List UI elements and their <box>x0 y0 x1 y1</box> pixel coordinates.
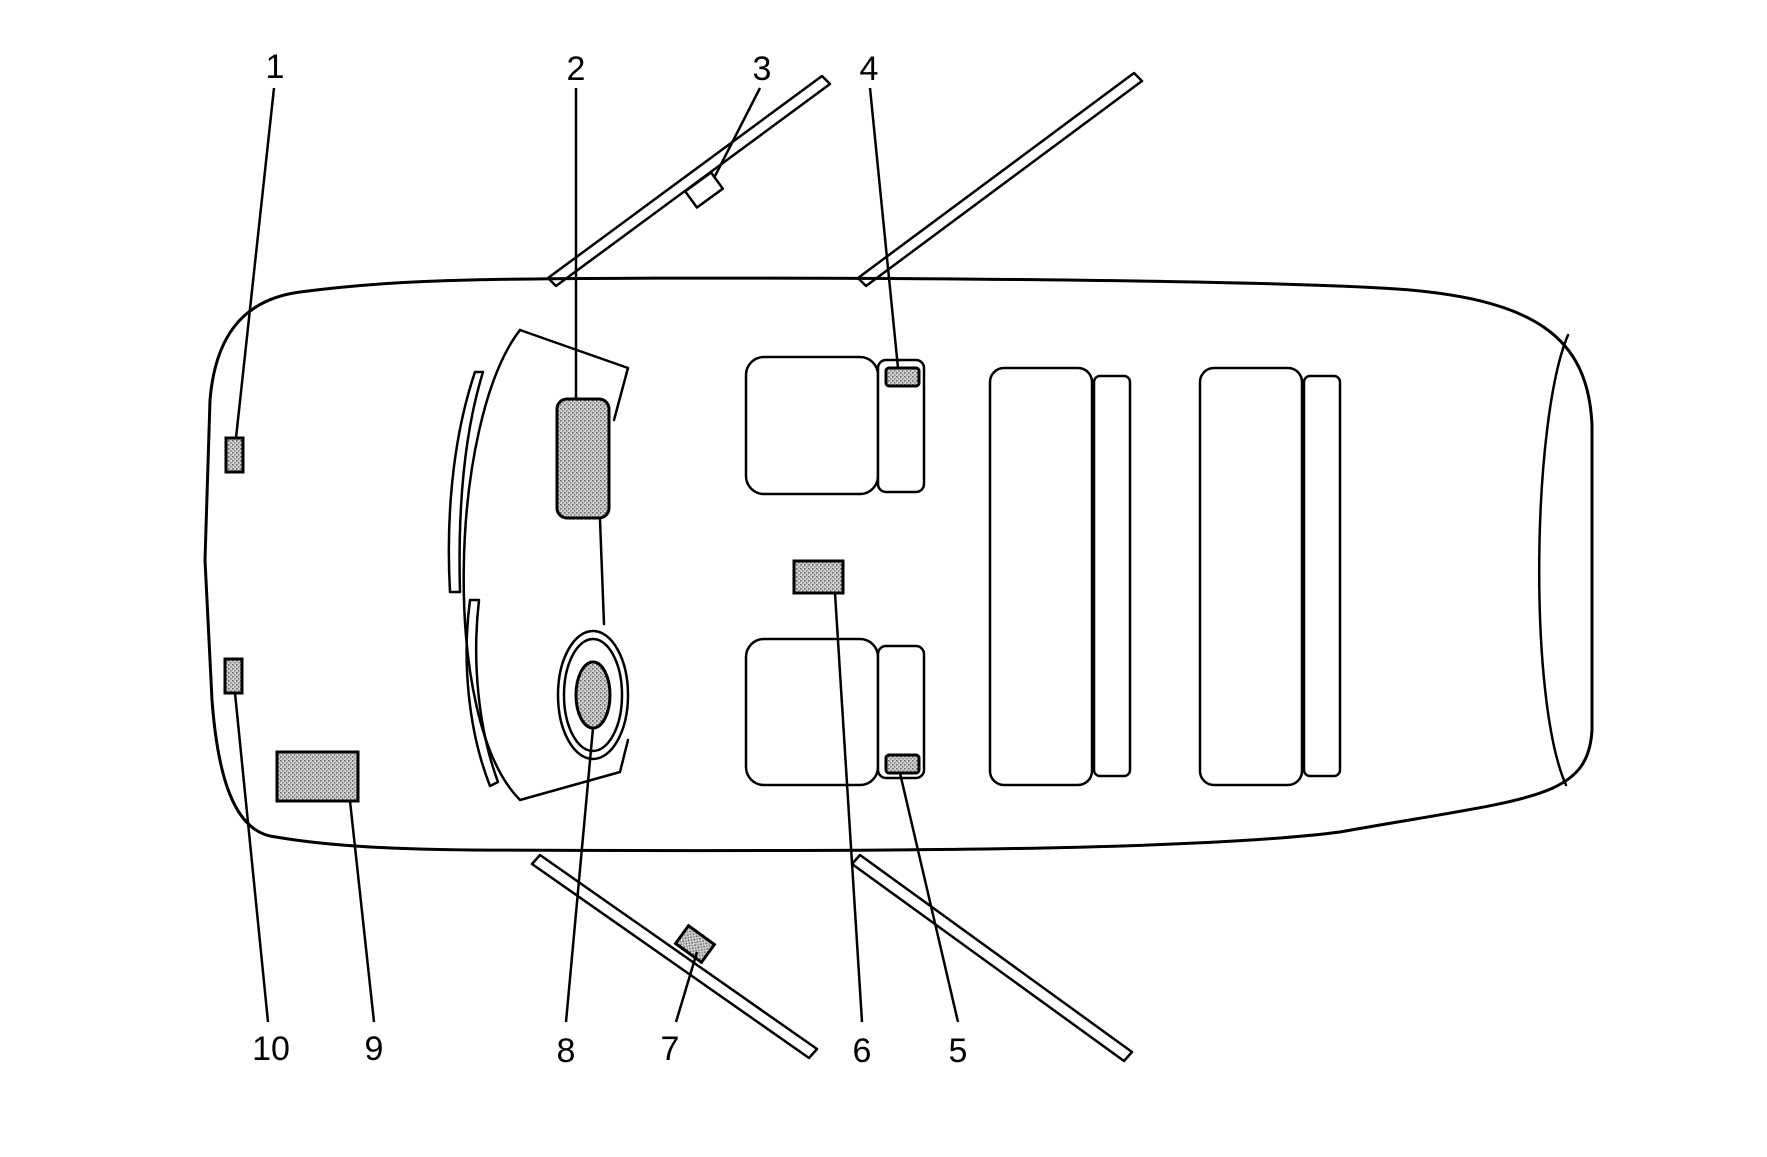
leader-6 <box>833 592 864 1023</box>
front-right-door-open <box>530 853 819 1060</box>
leader-4 <box>868 87 900 369</box>
rear-left-door-open <box>856 71 1144 288</box>
component-1 <box>224 436 245 474</box>
component-6 <box>792 559 845 595</box>
vehicle-body-outline <box>203 276 1594 853</box>
second-row-seat <box>988 366 1132 787</box>
door-component-3 <box>683 171 725 209</box>
callout-4: 4 <box>860 50 879 88</box>
door-component-7 <box>673 923 717 965</box>
driver-seat <box>744 355 926 496</box>
callout-6: 6 <box>853 1032 872 1070</box>
callout-10: 10 <box>252 1030 290 1068</box>
windshield-wipers <box>447 370 500 788</box>
leader-7 <box>674 951 699 1023</box>
front-left-door-open <box>546 74 832 288</box>
callout-2: 2 <box>567 50 586 88</box>
leader-8 <box>564 727 595 1023</box>
rear-right-door-open <box>850 853 1134 1063</box>
third-row-seat <box>1198 366 1342 787</box>
rear-hatch-line <box>1538 333 1570 787</box>
component-8 <box>574 660 612 730</box>
callout-8: 8 <box>557 1032 576 1070</box>
leader-lines <box>233 87 960 1023</box>
callout-3: 3 <box>753 50 772 88</box>
leader-3 <box>712 87 762 179</box>
callout-labels: 1 2 3 4 5 6 7 8 9 10 <box>252 48 967 1070</box>
component-9 <box>275 750 360 803</box>
component-4 <box>884 366 921 388</box>
callout-1: 1 <box>266 48 285 86</box>
leader-5 <box>898 772 960 1023</box>
passenger-seat <box>744 637 926 787</box>
component-2 <box>555 397 611 520</box>
leader-9 <box>348 800 376 1023</box>
callout-9: 9 <box>365 1030 384 1068</box>
component-5 <box>884 753 921 775</box>
callout-7: 7 <box>661 1030 680 1068</box>
leader-10 <box>233 692 270 1023</box>
leader-1 <box>234 87 276 439</box>
callout-5: 5 <box>949 1032 968 1070</box>
instrument-panel <box>462 328 630 802</box>
component-10 <box>223 657 244 695</box>
